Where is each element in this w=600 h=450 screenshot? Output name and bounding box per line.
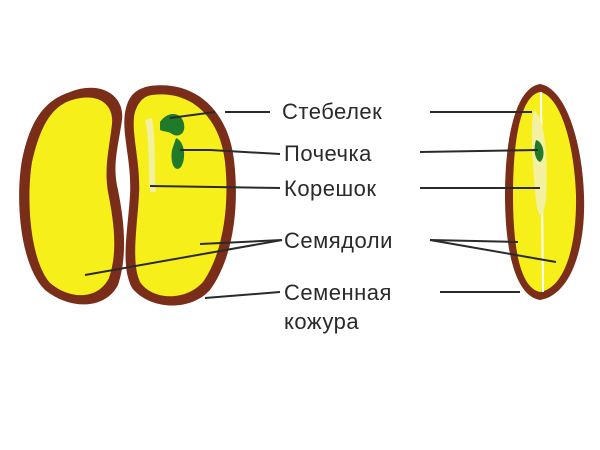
side-view-seed [505,84,585,300]
label-seed-coat-line1: Семенная [284,280,392,305]
label-cotyledons: Семядоли [284,228,393,253]
label-root: Корешок [284,176,377,201]
left-half-cotyledon [29,97,115,296]
side-embryo-bud [534,140,544,162]
leader-bud-left [180,149,281,155]
label-stem: Стебелек [282,99,382,124]
leader-cotyledons-left-1 [84,239,283,276]
leader-lines [84,111,557,299]
embryo-bud [171,138,185,169]
leader-cotyledons-left-2 [199,239,283,245]
leader-cotyledons-right-1 [429,239,519,243]
left-cotyledon-half [19,87,125,305]
middle-half-cotyledon [133,94,227,297]
labels: Стебелек Почечка Корешок Семядоли Семенн… [282,99,393,334]
embryo-stem [160,113,185,136]
label-seed-coat-line2: кожура [284,309,359,334]
leader-stem-left [169,111,270,119]
leader-cotyledons-right-2 [429,239,557,263]
right-cotyledon-half [124,85,236,306]
leader-bud-right [419,149,539,153]
embryo-root [145,118,156,192]
label-bud: Почечка [284,141,372,166]
leader-root-left [149,185,281,189]
leader-seed-coat-left [204,291,281,299]
